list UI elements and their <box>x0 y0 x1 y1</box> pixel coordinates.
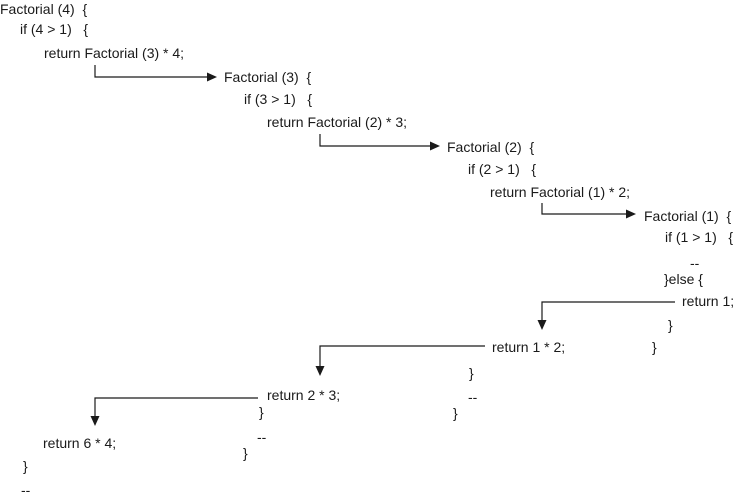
return-1-times-2: return 1 * 2; <box>492 339 566 355</box>
closing-brace-else: } <box>668 317 673 333</box>
call-arrow-to-factorial-3 <box>94 65 209 78</box>
call-factorial-1: Factorial (1) { <box>644 208 732 224</box>
call-arrowhead-factorial-2 <box>430 141 440 151</box>
if-4-gt-1: if (4 > 1) { <box>20 21 89 37</box>
return-arrowhead-factorial-1 <box>537 320 547 330</box>
call-factorial-2: Factorial (2) { <box>447 139 535 155</box>
closing-brace-factorial-3: } <box>243 445 248 461</box>
call-arrowhead-factorial-3 <box>207 72 217 82</box>
omitted-branch-3: -- <box>257 429 267 445</box>
omitted-branch-4: -- <box>21 482 31 498</box>
return-6-times-4: return 6 * 4; <box>43 435 117 451</box>
call-factorial-3: Factorial (3) { <box>224 69 312 85</box>
closing-brace-if-2: } <box>469 365 474 381</box>
omitted-branch-1: -- <box>690 255 700 271</box>
if-2-gt-1: if (2 > 1) { <box>468 161 537 177</box>
call-factorial-4: Factorial (4) { <box>0 1 88 17</box>
closing-brace-factorial-2: } <box>453 405 458 421</box>
return-arrow-from-factorial-1 <box>541 301 675 322</box>
return-1: return 1; <box>682 293 735 309</box>
return-factorial-3-times-4: return Factorial (3) * 4; <box>44 45 185 61</box>
return-arrowhead-factorial-2 <box>315 366 325 376</box>
return-2-times-3: return 2 * 3; <box>267 387 341 403</box>
closing-brace-if-4: } <box>23 458 28 474</box>
closing-brace-if-3: } <box>259 404 264 420</box>
return-arrow-from-factorial-3 <box>94 397 258 418</box>
return-arrowhead-factorial-3 <box>90 416 100 426</box>
return-factorial-1-times-2: return Factorial (1) * 2; <box>490 184 631 200</box>
else-keyword: }else { <box>664 271 703 287</box>
return-factorial-2-times-3: return Factorial (2) * 3; <box>267 114 408 130</box>
if-3-gt-1: if (3 > 1) { <box>244 91 313 107</box>
call-arrowhead-factorial-1 <box>626 209 636 219</box>
return-arrow-from-factorial-2 <box>319 345 485 368</box>
if-1-gt-1: if (1 > 1) { <box>665 229 734 245</box>
closing-brace-factorial-1: } <box>652 339 657 355</box>
call-arrow-to-factorial-2 <box>319 134 432 147</box>
call-arrow-to-factorial-1 <box>541 203 628 215</box>
omitted-branch-2: -- <box>468 389 478 405</box>
